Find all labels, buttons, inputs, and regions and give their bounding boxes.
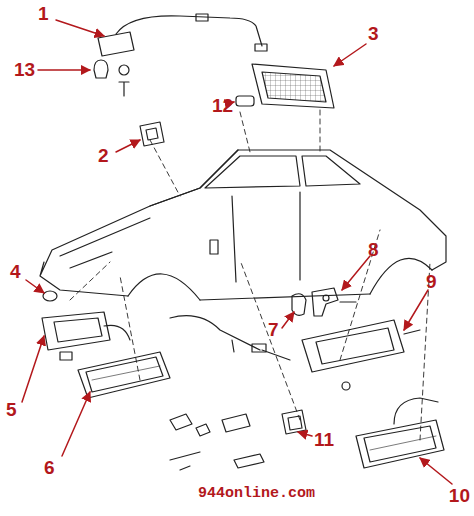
bulb (94, 60, 108, 78)
car-body (40, 150, 446, 300)
rear-light-housing (302, 320, 420, 372)
front-light-wire (104, 325, 130, 340)
cable-connector (255, 44, 267, 51)
rear-wheel-arch (370, 258, 432, 294)
callout-number: 2 (98, 146, 109, 165)
callout-number: 8 (368, 240, 379, 259)
front-light-housing (42, 312, 110, 350)
screw (119, 82, 129, 96)
side-marker (210, 240, 218, 254)
lens-ribs (92, 366, 160, 380)
callout-number: 9 (426, 272, 437, 291)
callout-number: 1 (38, 4, 49, 23)
callout-number: 11 (314, 430, 334, 449)
front-lens (78, 352, 170, 398)
callout-number: 12 (212, 96, 233, 115)
marker-lamp (282, 410, 306, 434)
callout-number: 7 (268, 320, 279, 339)
cable-clip (196, 14, 208, 21)
festoon-bulb (236, 96, 254, 106)
callout-arrows (22, 20, 452, 484)
watermark: 944online.com (198, 486, 315, 501)
plug (60, 352, 72, 360)
rear-lens (356, 420, 444, 468)
callout-number: 6 (44, 458, 55, 477)
lamp-lens (262, 72, 326, 102)
lens-ribs (370, 436, 436, 450)
assembly-lines (70, 110, 430, 440)
callout-number: 5 (6, 400, 17, 419)
lock-cylinder (312, 288, 356, 316)
front-wheel-arch (128, 274, 200, 300)
dome-cable (116, 16, 262, 46)
side-windows (205, 156, 360, 188)
grommet (43, 291, 57, 301)
callout-number: 3 (368, 24, 379, 43)
door-switch (140, 122, 164, 146)
door-lines (232, 192, 300, 282)
lamp-housing (252, 64, 334, 108)
hood-lines (60, 150, 238, 268)
rear-light-wire (394, 398, 438, 424)
rear-nut (342, 382, 350, 390)
wire-parts (170, 316, 290, 470)
callout-number: 4 (10, 262, 21, 281)
nut (119, 65, 129, 75)
lock-bolt (323, 295, 329, 301)
callout-number: 10 (449, 486, 470, 505)
callout-number: 13 (14, 60, 35, 79)
